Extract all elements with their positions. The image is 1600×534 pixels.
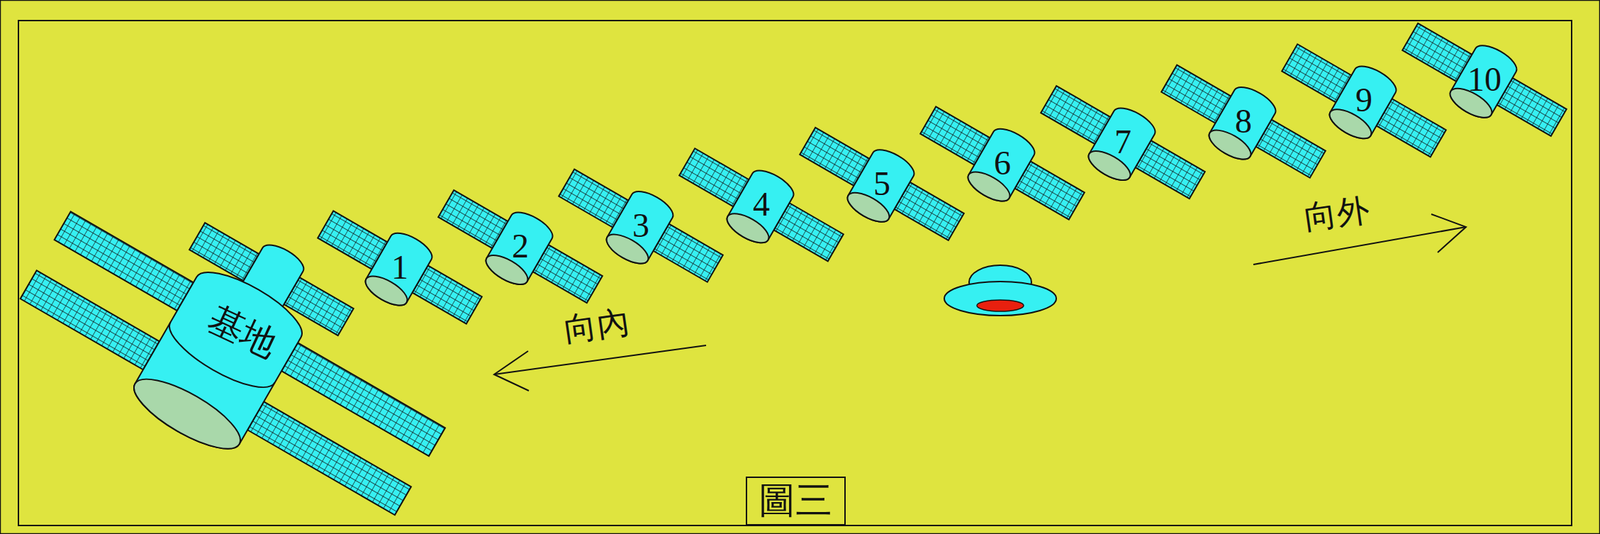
satellite [1391, 8, 1576, 155]
node-text: 6 [993, 144, 1011, 183]
solar-panel [247, 401, 412, 515]
inner-frame [18, 20, 1572, 526]
satellite-number: 3 [628, 205, 654, 246]
satellite-body [963, 123, 1039, 208]
node-text: 8 [1234, 102, 1252, 141]
satellite-number: 4 [748, 184, 775, 225]
base-body [124, 259, 311, 461]
satellite-number: 7 [1110, 121, 1136, 163]
satellite-number: 6 [989, 143, 1016, 184]
satellite-number: 10 [1463, 59, 1506, 100]
satellite-number: 2 [507, 226, 534, 267]
satellite-number: 9 [1351, 80, 1377, 121]
satellite-body [481, 206, 557, 290]
node-text: 10 [1467, 60, 1502, 99]
base-end [124, 366, 249, 461]
satellite-body [842, 143, 919, 228]
satellite-body [722, 164, 798, 249]
space-station [2, 146, 483, 534]
satellite-body [1204, 81, 1280, 166]
caption: 圖三 [747, 479, 845, 521]
node-text: 5 [873, 165, 891, 203]
satellite-body [360, 227, 436, 312]
satellite-number: 5 [869, 163, 895, 205]
caption-box: 圖三 [745, 476, 846, 526]
node-text: 4 [752, 185, 770, 224]
satellite-body [1324, 60, 1401, 144]
satellite-body [1445, 39, 1521, 124]
node-text: 1 [391, 248, 409, 287]
satellite-number: 8 [1230, 101, 1257, 142]
direction-label: 向外 [1302, 192, 1372, 237]
ufo [944, 265, 1057, 316]
satellites [2, 8, 1576, 534]
satellite-number: 1 [387, 247, 413, 288]
node-text: 3 [632, 207, 650, 245]
solar-panel [20, 270, 160, 370]
direction-label: 向內 [562, 304, 632, 349]
inward-arrow [494, 345, 707, 391]
node-text: 7 [1114, 123, 1132, 161]
node-text: 9 [1355, 81, 1373, 120]
satellite-body [1083, 102, 1160, 186]
node-text: 2 [511, 227, 529, 266]
satellite-body [601, 185, 678, 270]
